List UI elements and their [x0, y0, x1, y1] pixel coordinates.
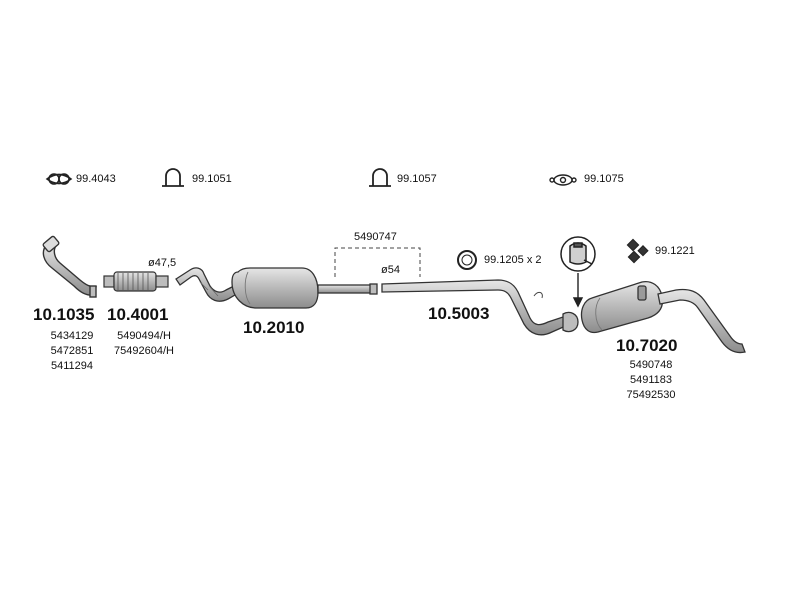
fitting-label-ring: 99.1205 x 2 [484, 254, 542, 266]
flex-pipe-part [103, 271, 169, 292]
part-code-10-2010: 10.2010 [243, 318, 305, 337]
part-ref: 5490494/H [117, 330, 171, 342]
downpipe-part [42, 235, 97, 298]
part-refs-10-7020: 5490748 5491183 75492530 [616, 358, 686, 403]
flange-gasket-icon [549, 174, 577, 186]
option-code-label: 5490747 [354, 231, 397, 243]
fitting-label-mount: 99.1221 [655, 245, 695, 257]
clamp-icon [560, 236, 596, 272]
gasket-icon [45, 173, 73, 185]
diameter-label-2: ø54 [381, 264, 400, 276]
part-ref: 75492530 [626, 389, 676, 401]
part-ref: 5472851 [50, 345, 94, 357]
fitting-label-clamp-1: 99.1051 [192, 173, 232, 185]
centre-silencer-part [175, 267, 378, 309]
arrow-icon [572, 273, 584, 308]
rubber-mount-icon [626, 238, 649, 264]
fitting-label-gasket-2: 99.1075 [584, 173, 624, 185]
part-ref: 5434129 [50, 330, 94, 342]
part-code-10-4001: 10.4001 [107, 305, 169, 324]
part-ref: 5411294 [50, 360, 93, 372]
fitting-label-clamp-2: 99.1057 [397, 173, 437, 185]
u-clamp-icon [162, 168, 184, 187]
part-ref: 5491183 [629, 374, 672, 386]
part-refs-10-4001: 5490494/H 75492604/H [104, 329, 184, 359]
diameter-label-1: ø47,5 [148, 257, 177, 269]
fitting-label-gasket-1: 99.4043 [76, 173, 116, 185]
optional-section-box [334, 247, 421, 277]
intermediate-pipe-part [381, 279, 579, 336]
part-ref: 75492604/H [114, 345, 174, 357]
part-ref: 5490748 [629, 359, 673, 371]
part-code-10-5003: 10.5003 [428, 304, 490, 323]
ring-icon [457, 250, 477, 270]
part-code-10-7020: 10.7020 [616, 336, 678, 355]
rear-silencer-part [580, 280, 746, 354]
part-code-10-1035: 10.1035 [33, 305, 95, 324]
part-refs-10-1035: 5434129 5472851 5411294 [38, 329, 106, 374]
u-clamp-icon [369, 168, 391, 187]
